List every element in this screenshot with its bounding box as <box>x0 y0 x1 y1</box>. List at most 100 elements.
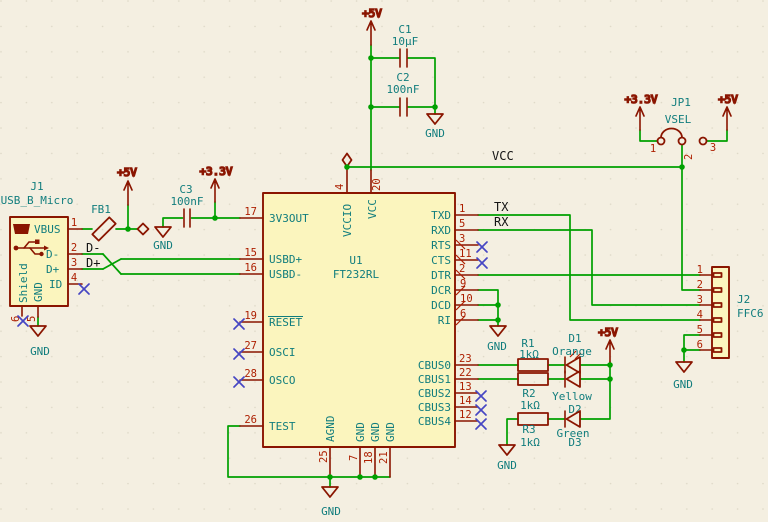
no-connect-x[interactable] <box>475 390 487 402</box>
junction-dot <box>212 215 218 221</box>
no-connect-x[interactable] <box>17 315 29 327</box>
u1-pin-number: 16 <box>244 262 257 274</box>
component-j1[interactable]: J1 USB_B_Micro VBUS D- D+ ID Shield GND … <box>1 180 83 322</box>
power-gnd-u1[interactable]: GND <box>321 486 341 518</box>
wire-c1-right[interactable] <box>407 57 436 115</box>
component-r3[interactable]: R3 1kΩ <box>517 412 549 449</box>
component-d2[interactable]: Yellow D2 <box>552 370 592 416</box>
no-connect-x[interactable] <box>78 283 90 295</box>
component-jp1[interactable]: JP1 VSEL 1 2 3 <box>650 96 716 160</box>
j1-value: USB_B_Micro <box>1 194 74 207</box>
j1-pin-name-dplus: D+ <box>46 263 60 276</box>
component-r1[interactable]: R1 1kΩ <box>517 337 549 372</box>
power-5v-jp1[interactable]: +5V <box>717 92 739 131</box>
wire-dcr[interactable] <box>477 289 499 327</box>
j2-pad <box>712 272 723 278</box>
gnd-triangle <box>675 361 693 373</box>
u1-pin-name: VCC <box>366 199 379 219</box>
component-d3[interactable]: Green D3 <box>556 410 590 449</box>
component-c2[interactable]: C2 100nF <box>386 71 420 117</box>
net-label-dplus[interactable]: D+ <box>86 256 100 270</box>
wire-c3-gnd[interactable] <box>162 217 184 228</box>
u1-pin-number: 27 <box>244 340 257 352</box>
d1-value: Orange <box>552 345 592 358</box>
power-gnd-r3[interactable]: GND <box>497 444 517 472</box>
wires[interactable] <box>37 44 728 488</box>
u1-pin11-low-slash <box>455 254 466 265</box>
j2-ref: J2 <box>737 293 750 306</box>
u1-pin-name: DCR <box>431 284 451 297</box>
wire-rx[interactable] <box>477 229 701 306</box>
component-j2[interactable]: J2 FFC6 1 2 3 4 5 6 <box>697 264 764 359</box>
u1-pin-name: TXD <box>431 209 451 222</box>
j1-pin-number-1: 1 <box>71 217 77 229</box>
wire-jp1-right[interactable] <box>705 129 728 142</box>
jp1-ref: JP1 <box>671 96 691 109</box>
power-gnd-j1[interactable]: GND <box>29 325 50 358</box>
u1-pin-number: 18 <box>363 451 375 464</box>
component-r2[interactable]: R2 1kΩ <box>517 372 549 412</box>
power-gnd-dcr[interactable]: GND <box>487 325 507 353</box>
power-label: +5V <box>117 166 137 179</box>
u1-pin-name: 3V3OUT <box>269 212 309 225</box>
wire-r3-gnd[interactable] <box>506 418 519 446</box>
power-5v-top[interactable]: +5V <box>361 6 383 46</box>
component-fb1[interactable]: FB1 <box>91 203 117 242</box>
no-connect-x[interactable] <box>233 376 245 388</box>
net-label-tx[interactable]: TX <box>494 200 509 214</box>
component-u1[interactable]: U1 FT232RL 17 15 16 19 27 28 26 3V3OUT U… <box>239 166 479 478</box>
power-gnd-j2[interactable]: GND <box>673 361 693 391</box>
component-d1[interactable]: D1 Orange <box>552 332 592 374</box>
power-5v-led[interactable]: +5V <box>597 325 619 363</box>
power-3v3-jp1[interactable]: +3.3V <box>624 92 659 131</box>
u1-pin-number: 2 <box>459 263 465 275</box>
j2-pin-number: 6 <box>697 339 703 351</box>
net-label-vcc[interactable]: VCC <box>492 149 514 163</box>
junction-dot <box>327 474 333 480</box>
no-connect-flags[interactable] <box>17 241 488 430</box>
power-label: GND <box>425 127 445 140</box>
u1-pin-name: TEST <box>269 420 296 433</box>
component-c3[interactable]: C3 100nF <box>170 183 204 228</box>
power-flag-diamond-fb1[interactable] <box>136 222 150 236</box>
j1-pin-name-gnd: GND <box>32 282 45 302</box>
fb1-body <box>91 216 117 242</box>
jp1-pin-number-3: 3 <box>710 142 716 154</box>
gnd-triangle <box>426 113 444 125</box>
u1-pin-name: CBUS2 <box>418 387 451 400</box>
net-label-dminus[interactable]: D- <box>86 241 100 255</box>
gnd-triangle <box>321 486 339 498</box>
c3-value: 100nF <box>170 195 203 208</box>
wire-test-gnd[interactable] <box>227 425 391 478</box>
power-gnd-c1c2[interactable]: GND <box>425 113 445 140</box>
junction-dot <box>607 362 613 368</box>
wire-jp1-left[interactable] <box>639 129 659 142</box>
j2-body <box>711 266 730 359</box>
component-c1[interactable]: C1 10µF <box>392 23 419 68</box>
no-connect-x[interactable] <box>475 404 487 416</box>
r3-body <box>517 412 549 426</box>
r2-body <box>517 372 549 386</box>
no-connect-x[interactable] <box>233 318 245 330</box>
wire-vcc-jp1[interactable] <box>681 144 701 291</box>
junction-dot <box>357 474 363 480</box>
j1-pin-number-6: 6 <box>10 316 22 322</box>
jp1-pad3 <box>698 136 708 146</box>
no-connect-x[interactable] <box>233 348 245 360</box>
u1-pin-number: 22 <box>459 367 472 379</box>
junction-dot <box>372 474 378 480</box>
no-connect-x[interactable] <box>476 257 488 269</box>
power-label: +3.3V <box>624 93 657 106</box>
wire-cross-b[interactable] <box>102 258 122 270</box>
d3-ref: D3 <box>568 436 581 449</box>
u1-pin-name: USBD+ <box>269 253 302 266</box>
no-connect-x[interactable] <box>476 241 488 253</box>
power-gnd-c3[interactable]: GND <box>153 226 173 252</box>
j1-pin-number-3: 3 <box>71 257 77 269</box>
wire-tx[interactable] <box>477 214 701 321</box>
power-3v3-c3[interactable]: +3.3V <box>199 164 234 203</box>
wire-j2-pin5[interactable] <box>683 334 701 363</box>
net-label-rx[interactable]: RX <box>494 215 509 229</box>
no-connect-x[interactable] <box>475 418 487 430</box>
power-5v-fb1[interactable]: +5V <box>116 165 138 206</box>
